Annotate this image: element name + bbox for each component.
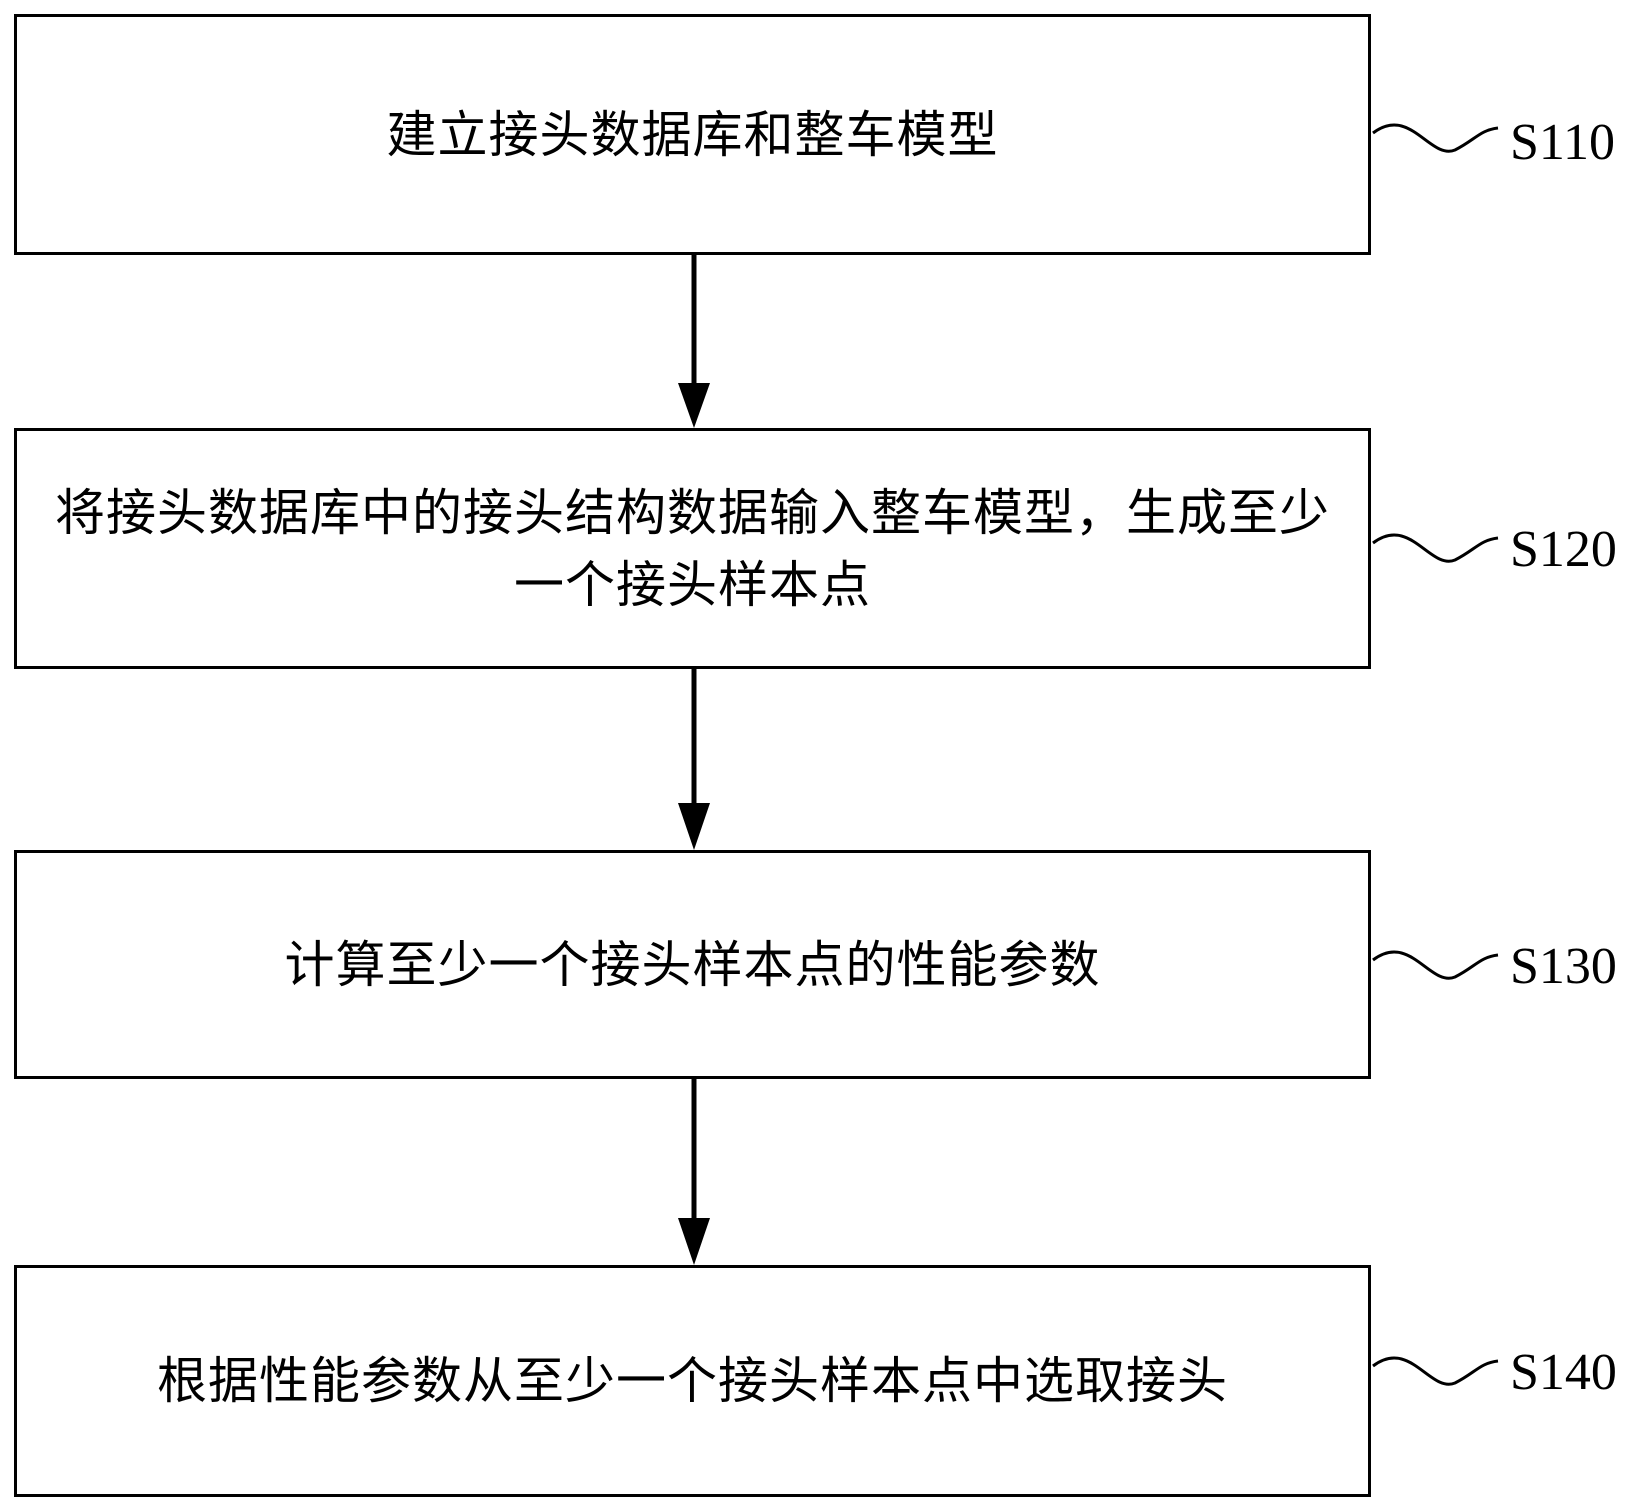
step-box-s130: 计算至少一个接头样本点的性能参数 [14, 850, 1371, 1079]
step-text-s140: 根据性能参数从至少一个接头样本点中选取接头 [157, 1352, 1228, 1410]
arrow-s130-to-s140 [678, 1079, 710, 1265]
leader-line-s110 [1372, 123, 1499, 153]
step-box-s110: 建立接头数据库和整车模型 [14, 14, 1371, 255]
step-box-s120: 将接头数据库中的接头结构数据输入整车模型，生成至少一个接头样本点 [14, 428, 1371, 669]
arrow-s120-to-s130 [678, 669, 710, 850]
step-text-s130: 计算至少一个接头样本点的性能参数 [284, 935, 1101, 994]
step-text-s120: 将接头数据库中的接头结构数据输入整车模型，生成至少一个接头样本点 [55, 483, 1330, 614]
step-box-s140: 根据性能参数从至少一个接头样本点中选取接头 [14, 1265, 1371, 1497]
leader-line-s140 [1372, 1356, 1499, 1386]
step-label-s120: S120 [1510, 521, 1617, 578]
step-label-s140: S140 [1510, 1344, 1617, 1401]
arrow-s110-to-s120 [678, 255, 710, 428]
step-text-s110: 建立接头数据库和整车模型 [386, 105, 999, 164]
leader-line-s130 [1372, 950, 1499, 980]
step-label-s130: S130 [1510, 938, 1617, 995]
leader-line-s120 [1372, 533, 1499, 563]
step-label-s110: S110 [1510, 114, 1615, 171]
